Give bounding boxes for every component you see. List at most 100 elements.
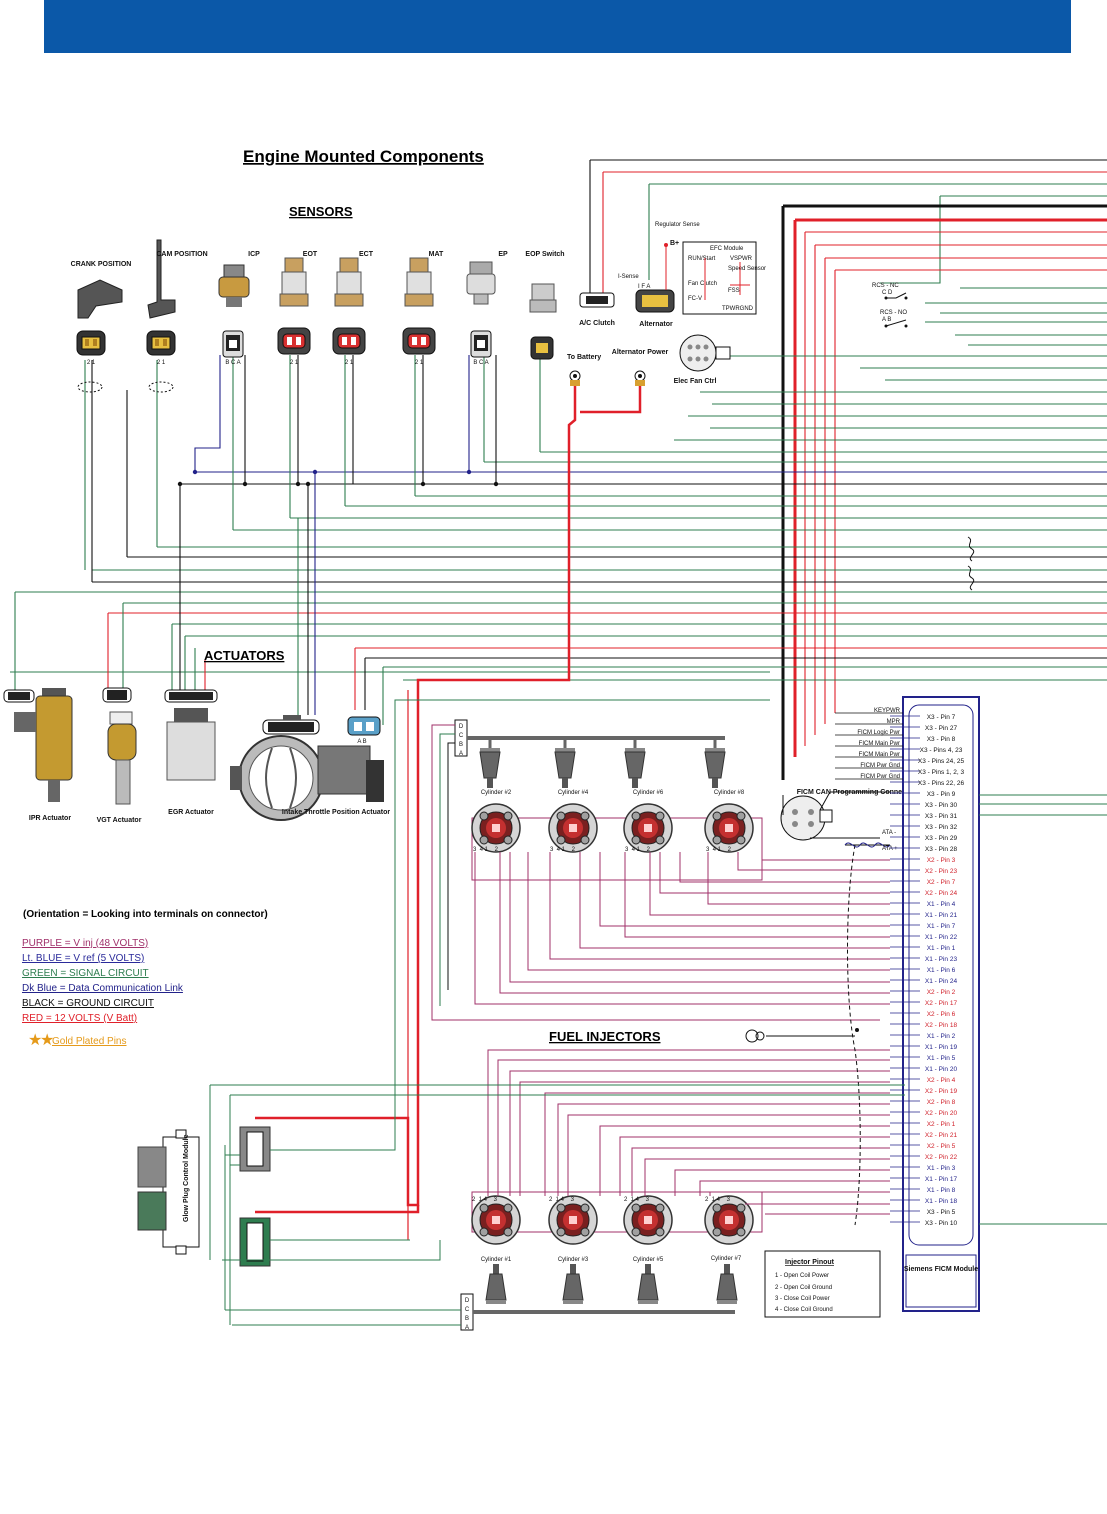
ficm-can-connector: FICM CAN Programming Connector ATA - ATA… xyxy=(780,789,916,852)
efc-module: EFC Module RUN/Start VSPWR Speed Sensor … xyxy=(682,241,766,315)
legend-item: Lt. BLUE = V ref (5 VOLTS) xyxy=(22,953,144,964)
sensor-ect-label: ECT xyxy=(359,251,374,258)
injector-harness-bottom: D C B A xyxy=(460,1263,738,1331)
harness-bottom-pin-b: B xyxy=(465,1316,469,1322)
actuator-vgt-label: VGT Actuator xyxy=(97,817,142,824)
actuator-throttle-label: Intake Throttle Position Actuator xyxy=(282,809,391,816)
sensor-cam: CAM POSITION 2 1 xyxy=(146,239,208,393)
cyl2-pins: 3 4 1 2 xyxy=(473,847,499,853)
ficm-module: Siemens FICM Module X3 - Pin 7X3 - Pin 2… xyxy=(890,696,980,1312)
i-sense-label: I-Sense xyxy=(618,274,639,280)
header-banner xyxy=(44,0,1071,53)
rcs-no-label: RCS - NO xyxy=(880,310,907,316)
harness-top-pin-b: B xyxy=(459,742,463,748)
ficm-signal-label: FICM Pwr Gnd xyxy=(860,774,900,780)
actuators-title: ACTUATORS xyxy=(204,648,285,663)
ficm-pin-label: X1 - Pin 7 xyxy=(927,923,956,930)
break-symbols xyxy=(967,536,975,591)
cyl3-pins: 2 1 4 3 xyxy=(549,1197,575,1203)
ficm-pin-label: X3 - Pin 9 xyxy=(927,791,956,798)
sensor-ep-label: EP xyxy=(498,251,508,258)
efc-tpwrgnd: TPWRGND xyxy=(722,306,754,312)
cyl1-pins: 2 1 4 3 xyxy=(472,1197,498,1203)
ficm-pin-label: X3 - Pins 24, 25 xyxy=(918,758,965,765)
ficm-pin-label: X2 - Pin 22 xyxy=(925,1154,958,1161)
legend-gold-label: Gold Plated Pins xyxy=(52,1036,127,1047)
ac-clutch-label: A/C Clutch xyxy=(579,320,615,327)
sensor-mat-label: MAT xyxy=(429,251,444,258)
injector-pinout-title: Injector Pinout xyxy=(785,1259,835,1266)
junction-dots xyxy=(177,469,499,487)
legend-item: BLACK = GROUND CIRCUIT xyxy=(22,998,154,1009)
ficm-module-label: Siemens FICM Module xyxy=(904,1266,978,1273)
ficm-pin-label: X3 - Pin 31 xyxy=(925,813,958,820)
ficm-pin-label: X1 - Pin 4 xyxy=(927,901,956,908)
cylinder-3-label: Cylinder #3 xyxy=(558,1257,589,1263)
ficm-pin-label: X1 - Pin 3 xyxy=(927,1165,956,1172)
battery-wire xyxy=(255,380,642,1240)
ficm-pin-label: X2 - Pin 4 xyxy=(927,1077,956,1084)
efc-fcv: FC-V xyxy=(688,296,702,302)
rcs-relays: RCS - NC C D RCS - NO A B xyxy=(872,283,908,328)
to-battery-label: To Battery xyxy=(567,354,601,361)
ficm-pin-label: X1 - Pin 6 xyxy=(927,967,956,974)
sensor-icp-pins: B C A xyxy=(225,360,240,366)
ficm-pin-label: X2 - Pin 19 xyxy=(925,1088,958,1095)
sensor-cam-pins: 2 1 xyxy=(157,360,166,366)
sensor-eot-pins: 2 1 xyxy=(290,360,299,366)
ficm-pin-label: X1 - Pin 1 xyxy=(927,945,956,952)
injector-pinout-item: 2 - Open Coil Ground xyxy=(775,1285,832,1291)
sensors-title: SENSORS xyxy=(289,204,353,219)
sensor-ect-pins: 2 1 xyxy=(345,360,354,366)
harness-bottom-pin-d: D xyxy=(465,1298,470,1304)
top-wires xyxy=(10,159,1107,780)
ficm-pin-label: X2 - Pin 24 xyxy=(925,890,958,897)
cylinder-4-label: Cylinder #4 xyxy=(558,790,589,796)
elec-fan-ctrl: Elec Fan Ctrl xyxy=(674,334,731,385)
legend-item: RED = 12 VOLTS (V Batt) xyxy=(22,1013,137,1024)
efc-fss: FSS xyxy=(728,288,740,294)
ficm-pin-label: X2 - Pin 3 xyxy=(927,857,956,864)
sensor-crank-pins: 2 1 xyxy=(87,360,96,366)
sensor-drops xyxy=(14,355,497,725)
harness-top-pin-a: A xyxy=(459,751,463,757)
actuator-ipr: IPR Actuator xyxy=(3,688,73,822)
ficm-pin-label: X3 - Pin 5 xyxy=(927,1209,956,1216)
regulator-sense-label: Regulator Sense xyxy=(655,222,700,228)
ficm-pin-label: X3 - Pin 29 xyxy=(925,835,958,842)
ficm-pin-label: X3 - Pins 4, 23 xyxy=(920,747,963,754)
sensor-eop: EOP Switch xyxy=(525,251,565,360)
sensor-crank: CRANK POSITION 2 1 xyxy=(71,261,132,393)
ficm-pin-label: X1 - Pin 8 xyxy=(927,1187,956,1194)
cyl5-pins: 2 1 4 3 xyxy=(624,1197,650,1203)
rcs-nc-label: RCS - NC xyxy=(872,283,899,289)
ficm-pin-label: X1 - Pin 21 xyxy=(925,912,958,919)
legend: (Orientation = Looking into terminals on… xyxy=(22,909,268,1049)
efc-vspwr: VSPWR xyxy=(730,256,753,262)
gold-star-icon-2: ★ xyxy=(40,1032,54,1049)
sensor-crank-label: CRANK POSITION xyxy=(71,261,132,268)
cyl8-pins: 3 4 1 2 xyxy=(706,847,732,853)
ficm-pin-label: X2 - Pin 7 xyxy=(927,879,956,886)
ata-plus-label: ATA + xyxy=(882,846,898,852)
harness-bottom-pin-a: A xyxy=(465,1325,469,1331)
ficm-pin-label: X1 - Pin 22 xyxy=(925,934,958,941)
ficm-pin-label: X1 - Pin 19 xyxy=(925,1044,958,1051)
ficm-pin-label: X3 - Pin 7 xyxy=(927,714,956,721)
sensor-eop-label: EOP Switch xyxy=(525,251,564,258)
ficm-pin-label: X3 - Pin 8 xyxy=(927,736,956,743)
b-plus-label: B+ xyxy=(670,240,679,247)
actuator-vgt: VGT Actuator xyxy=(97,687,142,824)
injectors-top: Cylinder #2 Cylinder #4 Cylinder #6 Cyli… xyxy=(471,790,763,881)
legend-item: GREEN = SIGNAL CIRCUIT xyxy=(22,968,149,979)
alternator-pins: I F A xyxy=(638,284,650,290)
cyl6-pins: 3 4 1 2 xyxy=(625,847,651,853)
injectors-bottom: Cylinder #1 Cylinder #3 Cylinder #5 Cyli… xyxy=(471,1191,763,1263)
sensor-eot-label: EOT xyxy=(303,251,318,258)
harness-bottom-pin-c: C xyxy=(465,1307,470,1313)
injector-harness-top: D C B A xyxy=(431,719,880,1021)
harness-top-pin-c: C xyxy=(459,733,464,739)
injector-pinout-item: 4 - Close Coil Ground xyxy=(775,1307,833,1313)
ficm-signal-label: FICM Pwr Gnd xyxy=(860,763,900,769)
